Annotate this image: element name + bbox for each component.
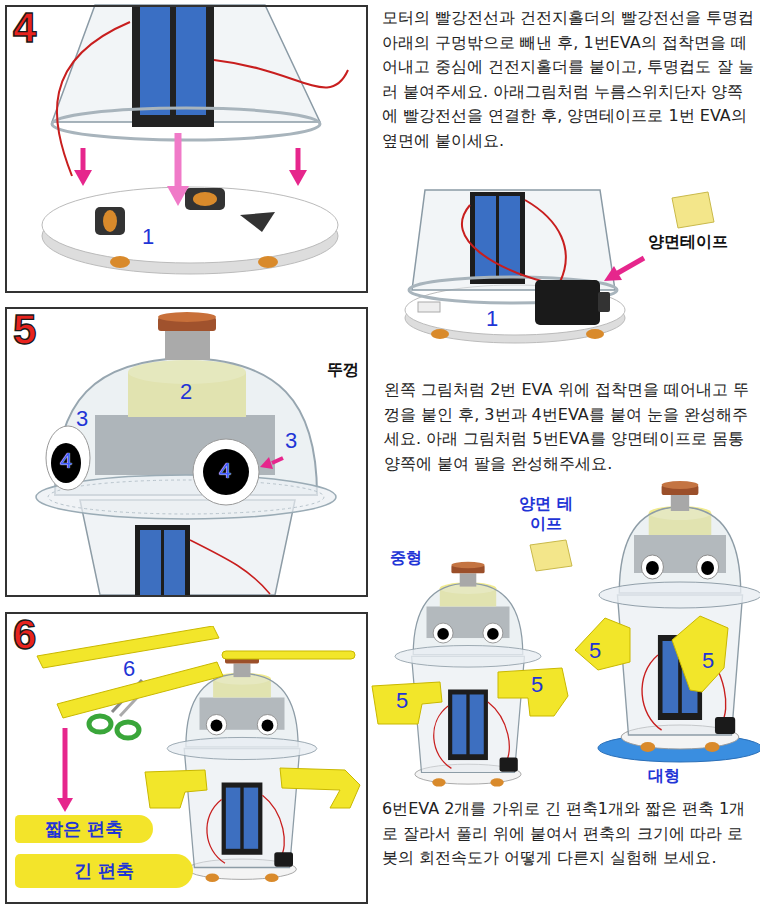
step-number: 5 bbox=[13, 307, 36, 353]
part-number: 6 bbox=[123, 658, 135, 680]
size-label: 대형 bbox=[648, 766, 680, 786]
part-label: 양면테이프 bbox=[648, 232, 728, 251]
step-number: 4 bbox=[13, 5, 36, 51]
shaft-label: 짧은 편축 bbox=[45, 819, 123, 839]
part-label: 양면 테이프 bbox=[513, 494, 579, 534]
arrow-head bbox=[57, 798, 73, 812]
step-panel: 6 6 짧은 편축긴 편축 bbox=[5, 612, 368, 904]
step-panel: 5 bbox=[5, 307, 368, 597]
callout-number: 1 bbox=[484, 308, 500, 330]
eva-strip: 6 bbox=[35, 626, 225, 726]
shaft-shape: 긴 편축 bbox=[15, 854, 193, 888]
callout-number: 3 bbox=[285, 430, 297, 452]
size-label: 중형 bbox=[390, 548, 422, 568]
instruction-text: 모터의 빨강전선과 건전지홀더의 빨강전선을 투명컵 아래의 구멍밖으로 빼낸 … bbox=[382, 6, 758, 153]
step-number: 6 bbox=[13, 612, 36, 658]
shaft-label: 긴 편축 bbox=[74, 861, 134, 881]
part-label: 뚜껑 bbox=[327, 360, 359, 379]
callout-number: 3 bbox=[76, 408, 88, 430]
callout-number: 5 bbox=[396, 690, 408, 712]
eva-strip-piece bbox=[57, 662, 223, 718]
callout-number: 4 bbox=[60, 450, 72, 472]
instruction-text: 6번EVA 2개를 가위로 긴 편축1개와 짧은 편축 1개로 잘라서 풀리 위… bbox=[382, 797, 758, 871]
step-panel: 4 bbox=[5, 5, 368, 293]
callout-number: 1 bbox=[140, 226, 156, 248]
callout-number: 5 bbox=[589, 640, 601, 662]
flow-arrow bbox=[63, 728, 68, 800]
callout-number: 5 bbox=[531, 674, 543, 696]
callout-number: 4 bbox=[219, 460, 231, 482]
instruction-text: 왼쪽 그림처럼 2번 EVA 위에 접착면을 떼어내고 뚜껑을 붙인 후, 3번… bbox=[384, 378, 758, 476]
callout-number: 2 bbox=[180, 381, 192, 403]
callout-number: 5 bbox=[702, 650, 714, 672]
shaft-shape: 짧은 편축 bbox=[15, 815, 153, 843]
